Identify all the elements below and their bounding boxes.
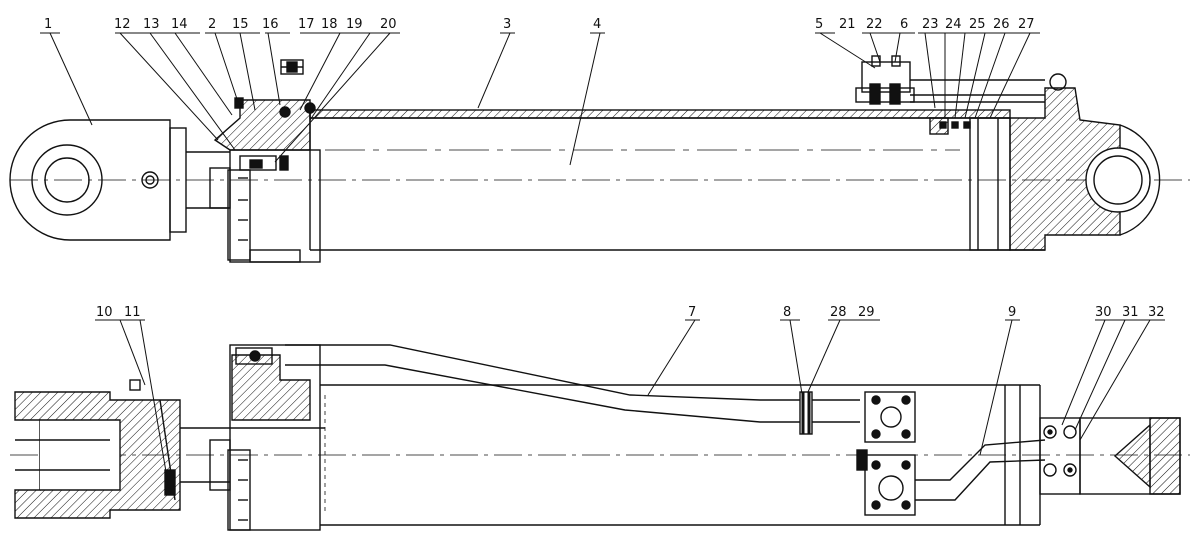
gland-assembly-top	[213, 59, 321, 263]
label-part-7: 7	[688, 305, 697, 320]
label-part-30: 30	[1095, 305, 1112, 320]
cap-end-bottom	[1039, 417, 1181, 495]
bottom-view	[10, 344, 1190, 531]
label-part-19: 19	[346, 17, 363, 32]
label-part-27: 27	[1018, 17, 1035, 32]
grease-nipple-icon	[141, 171, 159, 189]
label-part-1: 1	[44, 17, 53, 32]
label-part-22: 22	[866, 17, 883, 32]
label-part-20: 20	[380, 17, 397, 32]
label-part-28: 28	[830, 305, 847, 320]
label-part-8: 8	[783, 305, 792, 320]
label-part-18: 18	[321, 17, 338, 32]
oil-pipe-9	[915, 439, 1046, 501]
manifold-blocks-bottom	[856, 391, 916, 516]
label-part-3: 3	[503, 17, 512, 32]
label-part-21: 21	[839, 17, 856, 32]
gland-assembly-bottom	[227, 344, 321, 531]
label-part-4: 4	[593, 17, 602, 32]
top-manifold	[855, 55, 1045, 105]
label-part-13: 13	[143, 17, 160, 32]
rod-eye-end	[9, 119, 187, 241]
label-part-31: 31	[1122, 305, 1139, 320]
label-part-6: 6	[900, 17, 909, 32]
leader-lines	[40, 32, 1165, 496]
piston-rod-bottom	[180, 427, 325, 491]
label-part-17: 17	[298, 17, 315, 32]
label-part-2: 2	[208, 17, 217, 32]
piston-assembly-top	[929, 117, 1011, 251]
label-part-23: 23	[922, 17, 939, 32]
top-view	[9, 55, 1190, 263]
label-part-29: 29	[858, 305, 875, 320]
label-part-11: 11	[124, 305, 141, 320]
cap-end-top	[1009, 73, 1161, 251]
label-part-24: 24	[945, 17, 962, 32]
label-part-12: 12	[114, 17, 131, 32]
label-part-9: 9	[1008, 305, 1017, 320]
rod-clevis-end	[14, 379, 181, 519]
label-part-32: 32	[1148, 305, 1165, 320]
label-part-26: 26	[993, 17, 1010, 32]
cylinder-barrel-top	[309, 109, 1011, 251]
label-part-25: 25	[969, 17, 986, 32]
label-part-10: 10	[96, 305, 113, 320]
label-part-15: 15	[232, 17, 249, 32]
label-part-16: 16	[262, 17, 279, 32]
label-part-5: 5	[815, 17, 824, 32]
label-part-14: 14	[171, 17, 188, 32]
oil-pipe-7	[285, 344, 860, 435]
